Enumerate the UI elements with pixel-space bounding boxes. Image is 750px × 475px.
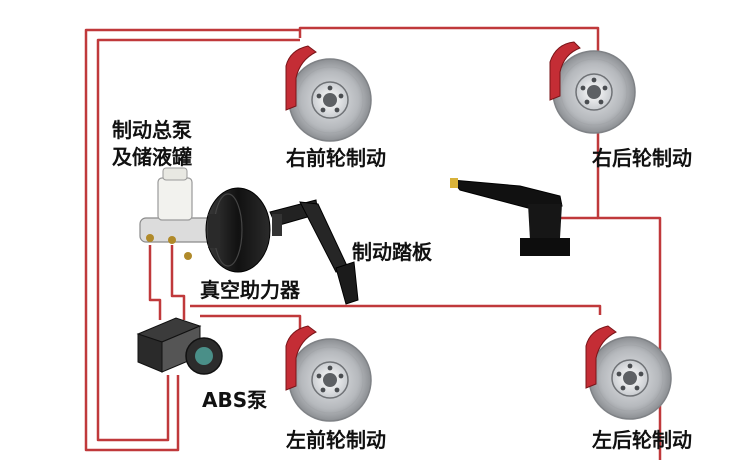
line-abs-rear-left — [190, 304, 602, 315]
label-master-cylinder-1: 制动总泵 — [112, 118, 192, 142]
front-right-brake-disc-icon — [285, 45, 372, 142]
handbrake-icon — [450, 178, 570, 256]
line-abs-front-left — [200, 314, 302, 340]
line-master-abs-1 — [148, 245, 162, 320]
line-outer-loop — [84, 28, 300, 452]
label-front-left-brake: 左前轮制动 — [286, 428, 386, 452]
label-master-cylinder-2: 及储液罐 — [112, 145, 192, 169]
label-rear-left-brake: 左后轮制动 — [592, 428, 692, 452]
label-rear-right-brake: 右后轮制动 — [592, 146, 692, 170]
brake-lines — [84, 26, 662, 460]
vacuum-booster-icon — [205, 187, 271, 273]
line-front-right-rear-right — [298, 26, 600, 55]
rear-right-brake-disc-icon — [549, 41, 636, 134]
brake-pedal-icon — [269, 199, 359, 305]
label-vacuum-booster: 真空助力器 — [200, 278, 300, 302]
line-master-abs-2 — [170, 245, 186, 320]
label-front-right-brake: 右前轮制动 — [286, 146, 386, 170]
abs-pump-icon — [136, 317, 223, 375]
line-inner-loop — [96, 38, 300, 442]
front-left-brake-disc-icon — [285, 325, 372, 422]
line-rear-right-down — [596, 125, 662, 460]
label-brake-pedal: 制动踏板 — [352, 240, 432, 264]
rear-left-brake-disc-icon — [585, 325, 672, 420]
label-abs-pump: ABS泵 — [202, 388, 268, 412]
